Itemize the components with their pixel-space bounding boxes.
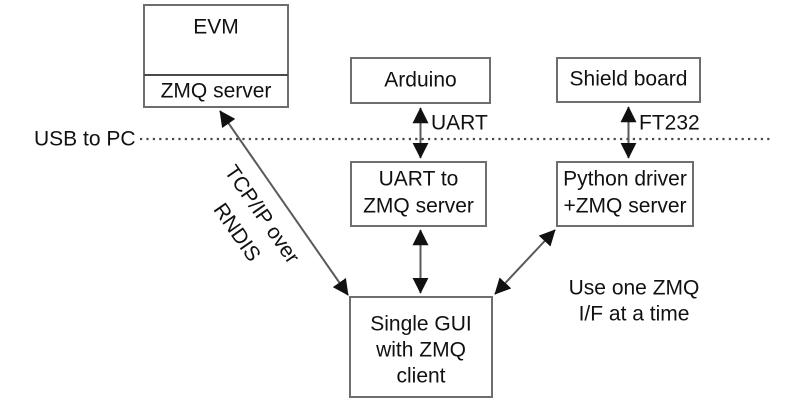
box-single-gui-line3: client: [396, 365, 445, 388]
box-uart-to-zmq-server-line2: ZMQ server: [363, 195, 474, 218]
box-evm-outline: [143, 4, 289, 108]
box-evm[interactable]: EVM ZMQ server: [143, 4, 289, 108]
box-single-gui-outline: [349, 296, 493, 398]
box-shield-board-outline: [556, 57, 701, 103]
box-arduino[interactable]: Arduino: [350, 57, 491, 104]
box-shield-board[interactable]: Shield board: [556, 57, 701, 103]
box-python-driver[interactable]: Python driver +ZMQ server: [556, 161, 694, 227]
box-python-driver-line1: Python driver: [563, 168, 687, 191]
box-uart-to-zmq-server-line1: UART to: [379, 168, 459, 191]
box-uart-to-zmq-server-outline: [350, 161, 487, 227]
usb-to-pc-label: USB to PC: [34, 128, 136, 151]
box-single-gui-line2: with ZMQ: [375, 339, 466, 362]
box-evm-title: EVM: [193, 16, 239, 39]
box-shield-board-label: Shield board: [570, 68, 688, 91]
box-arduino-label: Arduino: [384, 69, 456, 92]
uart-label: UART: [431, 112, 488, 135]
box-single-gui[interactable]: Single GUI with ZMQ client: [349, 296, 493, 398]
box-arduino-outline: [350, 57, 491, 104]
ft232-label: FT232: [639, 112, 700, 135]
box-evm-subtitle: ZMQ server: [161, 80, 272, 103]
box-python-driver-outline: [556, 161, 694, 227]
connector-python-gui: [494, 229, 556, 295]
note-line1: Use one ZMQ: [569, 277, 700, 300]
box-single-gui-line1: Single GUI: [370, 313, 472, 336]
box-uart-to-zmq-server[interactable]: UART to ZMQ server: [350, 161, 487, 227]
note-line2: I/F at a time: [579, 303, 690, 326]
tcpip-over-rndis-label: TCP/IP over RNDIS: [209, 161, 304, 268]
box-python-driver-line2: +ZMQ server: [563, 195, 686, 218]
note-use-one-zmq: Use one ZMQ I/F at a time: [569, 277, 700, 326]
connector-evm-gui: [219, 110, 349, 296]
